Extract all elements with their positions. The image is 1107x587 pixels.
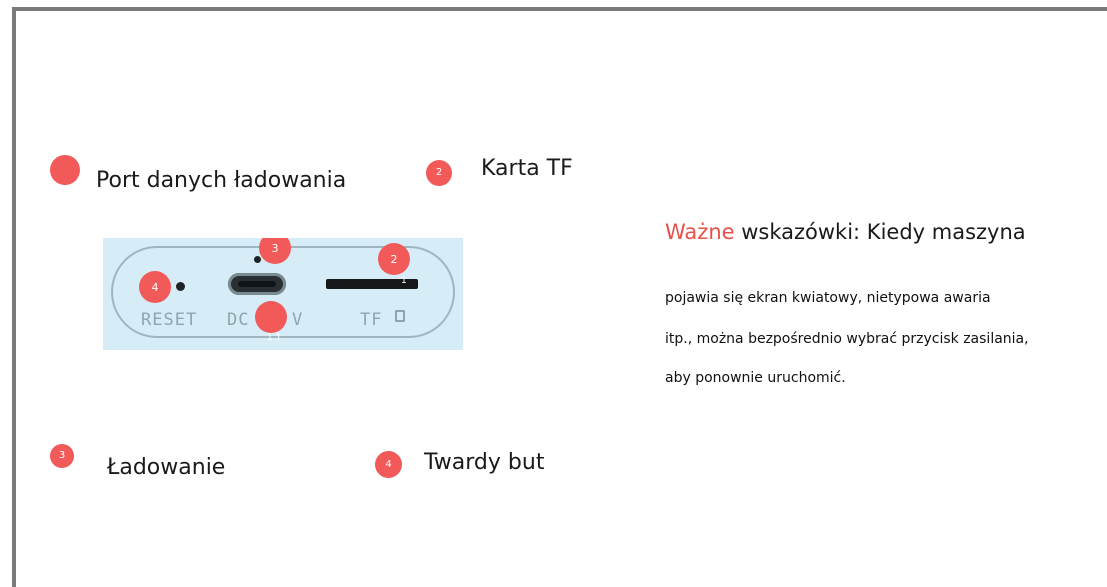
legend-label-port: Port danych ładowania [96,168,347,193]
legend-badge-4: 4 [375,451,402,478]
marker-1 [255,301,287,333]
page-frame [12,7,1107,587]
sd-card-icon [395,310,405,322]
marker-tick-dc: 1 1 [267,333,282,343]
hint-line-1: pojawia się ekran kwiatowy, nietypowa aw… [665,290,991,306]
device-port-panel: RESET DC V TF 3 2 4 1 1 1 [103,238,463,350]
tf-card-slot [326,279,418,289]
marker-3: 3 [259,238,291,264]
marker-4: 4 [139,271,171,303]
hint-title: Ważne wskazówki: Kiedy maszyna [665,220,1026,244]
dc-suffix-engraving: V [292,310,304,330]
hint-title-rest: wskazówki: Kiedy maszyna [734,220,1026,244]
hint-accent-word: Ważne [665,220,735,244]
marker-2: 2 [378,243,410,275]
marker-tick-tf: 1 [401,276,407,286]
legend-badge-2: 2 [426,160,452,186]
hint-line-2: itp., można bezpośrednio wybrać przycisk… [665,331,1029,347]
legend-label-tf-card: Karta TF [481,156,573,181]
reset-hole [176,282,185,291]
usb-c-port [228,273,286,295]
legend-badge-1 [50,155,80,185]
hint-line-3: aby ponownie uruchomić. [665,370,846,386]
reset-engraving: RESET [141,310,198,330]
legend-label-charging: Ładowanie [107,455,226,480]
legend-badge-3: 3 [50,444,74,468]
legend-label-hard-boot: Twardy but [424,450,545,475]
usb-c-port-inner [238,281,276,287]
tf-engraving: TF [360,310,383,330]
dc-engraving: DC [227,310,250,330]
indicator-hole [254,256,261,263]
